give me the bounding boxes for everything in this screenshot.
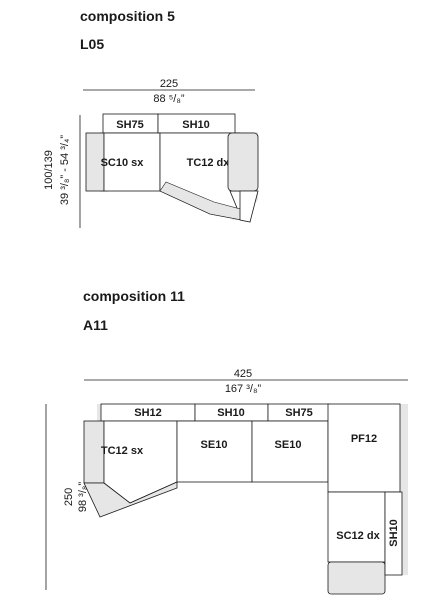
c5-depth-cm: 100/139 <box>43 150 55 190</box>
c5-back-sh75-label: SH75 <box>116 119 144 131</box>
c11-depth-cm: 250 <box>63 488 75 506</box>
c11-seat-se10-b-label: SE10 <box>275 439 302 451</box>
c11-depth-in: 98 ³/₈” <box>77 482 89 513</box>
composition-11-title: composition 11 <box>83 288 185 304</box>
c11-seat-tc12-label: TC12 sx <box>101 445 144 457</box>
c5-depth-in: 39 ³/₈” - 54 ³/₄” <box>59 135 71 206</box>
c5-seat-sc10-label: SC10 sx <box>101 157 145 169</box>
c5-seat-tc12-label: TC12 dx <box>187 157 231 169</box>
c5-right-armrest-tail <box>239 190 259 223</box>
c11-seat-se10-a-label: SE10 <box>201 439 228 451</box>
c5-width-in: 88 ⁵/₈” <box>153 93 184 105</box>
c11-chaise-sc12-label: SC12 dx <box>336 530 380 542</box>
c5-back-sh10-label: SH10 <box>182 119 210 131</box>
c11-chaise-sc12 <box>327 491 386 563</box>
c5-seat-sc10 <box>103 132 161 192</box>
c11-corner-pf12 <box>327 403 401 493</box>
c11-side-back-sh10 <box>384 491 403 576</box>
composition-5-code: L05 <box>80 36 105 52</box>
c11-width-cm: 425 <box>234 368 252 380</box>
c11-side-back-sh10-label: SH10 <box>388 519 400 547</box>
composition-11-code: A11 <box>83 317 108 333</box>
c11-width-in: 167 ³/₈” <box>225 383 262 395</box>
c11-back-sh75-label: SH75 <box>285 407 313 419</box>
composition-5-diagram: 225 88 ⁵/₈” 100/139 39 ³/₈” - 54 ³/₄” SH… <box>43 78 259 228</box>
c11-seat-se10-b <box>251 420 329 483</box>
composition-5-title: composition 5 <box>80 8 175 24</box>
c5-width-cm: 225 <box>160 78 178 90</box>
c11-back-sh10-label: SH10 <box>217 407 245 419</box>
c11-back-sh12-label: SH12 <box>134 407 162 419</box>
c11-corner-pf12-label: PF12 <box>351 433 377 445</box>
c11-seat-se10-a <box>176 420 253 483</box>
composition-11-diagram: 425 167 ³/₈” 250 98 ³/₈” SH12 SH10 SH75 … <box>45 368 408 595</box>
c11-chaise-foot <box>327 561 386 595</box>
c5-right-armrest <box>227 132 259 192</box>
